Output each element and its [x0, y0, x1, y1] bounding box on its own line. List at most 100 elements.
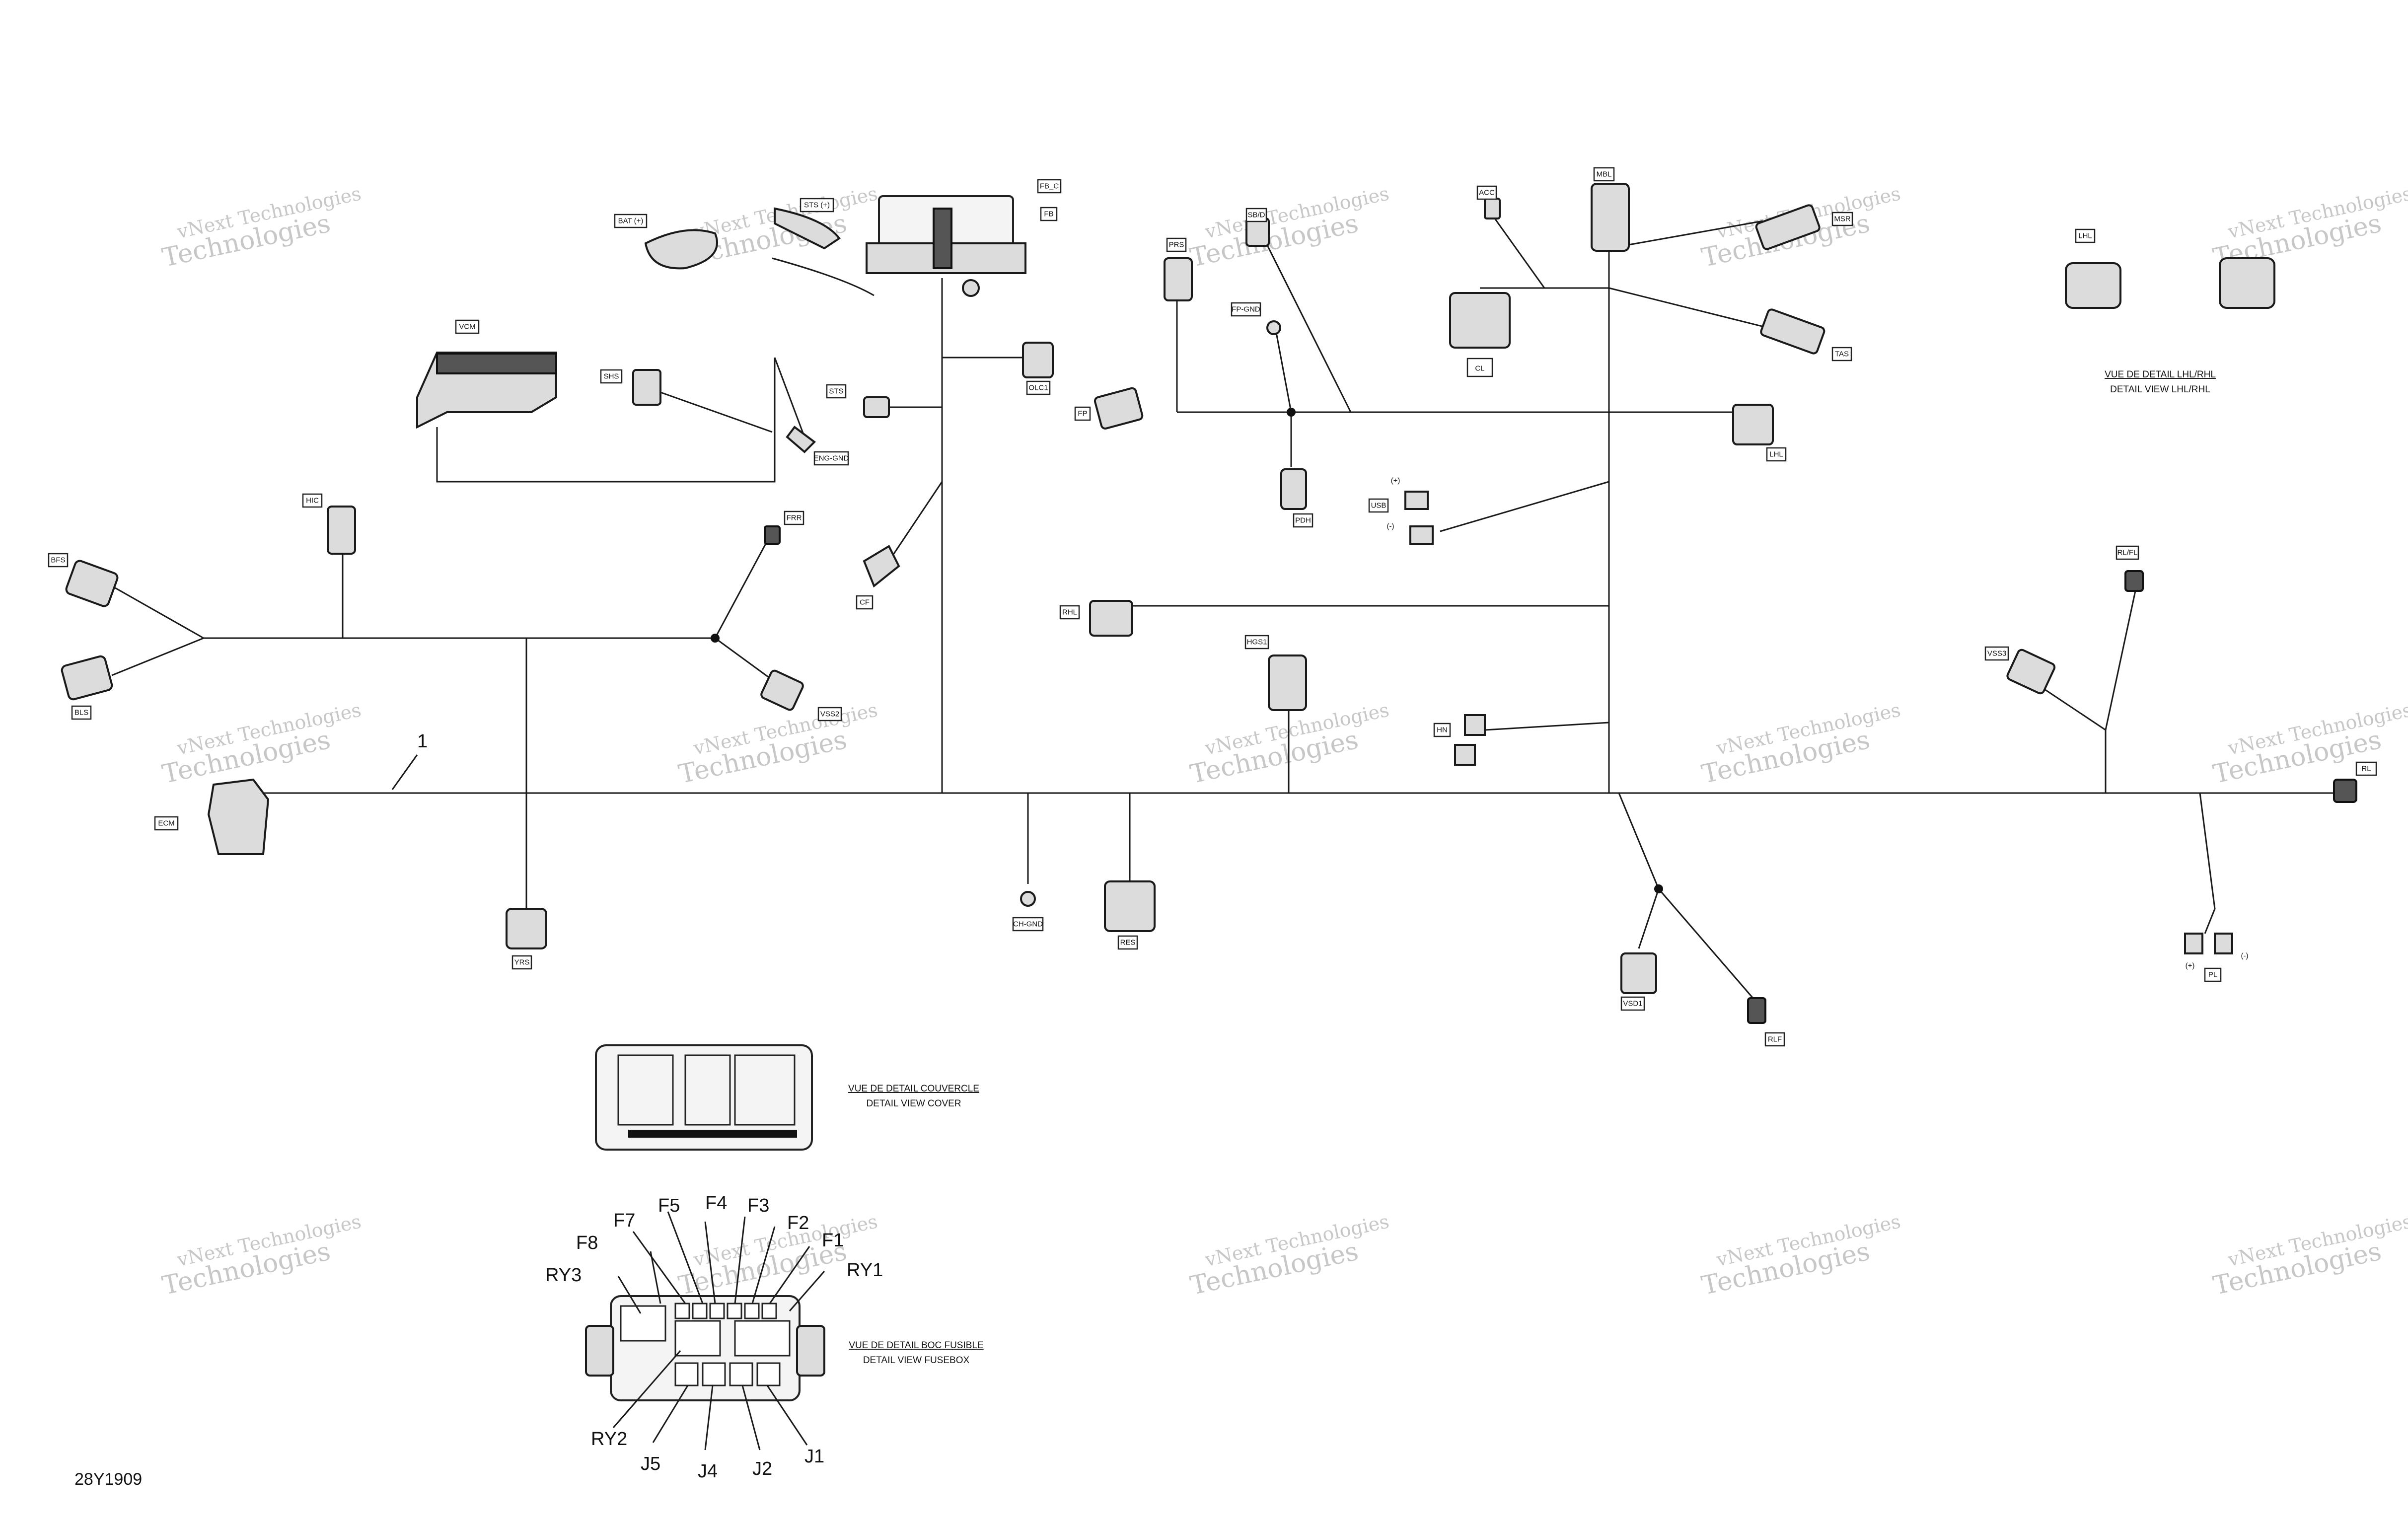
eng-gnd-terminal — [786, 426, 816, 453]
caption-fuse-en: DETAIL VIEW FUSEBOX — [863, 1355, 970, 1366]
prs-connector — [1164, 257, 1193, 301]
figure-id: 28Y1909 — [74, 1470, 143, 1489]
svg-text:PRS: PRS — [1169, 241, 1184, 249]
label-acc: ACC — [1476, 185, 1497, 200]
callout-j5: J5 — [641, 1453, 660, 1474]
label-rhl: RHL — [1059, 605, 1080, 620]
callout-f1: F1 — [822, 1230, 844, 1251]
tas-connector — [1760, 308, 1825, 355]
svg-text:SB/D: SB/D — [1247, 211, 1265, 219]
acc-connector — [1484, 198, 1501, 219]
mbl-connector — [1591, 183, 1630, 252]
label-lhl-detail: LHL — [2075, 228, 2096, 243]
pl-connector — [2184, 933, 2233, 954]
olc1-connector — [1022, 342, 1054, 378]
label-sbd: SB/D — [1245, 208, 1267, 222]
label-bfs: BFS — [48, 553, 69, 568]
ecm-connector — [207, 778, 270, 855]
svg-text:ENG-GND: ENG-GND — [814, 454, 849, 463]
callout-f7: F7 — [613, 1210, 635, 1231]
svg-text:RES: RES — [1120, 939, 1136, 947]
svg-text:LHL: LHL — [1769, 450, 1783, 459]
label-sts: STS — [826, 384, 847, 399]
svg-text:ACC: ACC — [1479, 189, 1495, 197]
label-plus-pl: (+) — [2186, 962, 2195, 970]
horn-connector — [1454, 714, 1486, 766]
label-eng-gnd: ENG-GND — [814, 451, 849, 466]
vss3-connector — [2006, 649, 2056, 695]
connector-labels: FB_C FB BAT (+) STS (+) VCM SHS ENG-GND … — [48, 167, 2377, 1047]
label-minus: (-) — [1387, 522, 1394, 531]
rl-connector — [2333, 779, 2357, 803]
callout-f8: F8 — [576, 1233, 598, 1253]
fusebox-component — [866, 195, 1026, 297]
svg-text:CH-GND: CH-GND — [1013, 920, 1043, 929]
label-bls: BLS — [71, 705, 92, 720]
label-hic: HIC — [302, 493, 323, 508]
fp-connector — [1094, 387, 1144, 430]
label-rlf: RLF — [1764, 1032, 1785, 1047]
svg-text:VSD1: VSD1 — [1623, 1000, 1642, 1008]
callout-ry3: RY3 — [545, 1265, 582, 1286]
shs-connector — [632, 369, 661, 406]
junction-dot — [1287, 408, 1296, 417]
label-rl: RL — [2355, 761, 2377, 776]
rhl-connector — [1089, 600, 1133, 637]
svg-text:PL: PL — [2208, 971, 2217, 979]
label-vss2: VSS2 — [817, 707, 842, 722]
svg-text:OLC1: OLC1 — [1028, 384, 1048, 392]
svg-text:ECM: ECM — [158, 819, 174, 828]
svg-text:STS: STS — [829, 387, 843, 396]
pdh-connector — [1280, 468, 1307, 510]
svg-text:CL: CL — [1475, 364, 1484, 373]
label-vsd1: VSD1 — [1620, 996, 1645, 1011]
frr-connector — [764, 525, 781, 545]
ch-gnd-terminal — [1020, 891, 1036, 907]
label-ecm: ECM — [154, 816, 179, 831]
svg-text:TAS: TAS — [1835, 350, 1849, 359]
label-pdh: PDH — [1293, 513, 1313, 528]
label-fp-gnd: FP-GND — [1231, 302, 1261, 317]
lhl-rhl-detail: VUE DE DETAIL LHL/RHL DETAIL VIEW LHL/RH… — [2065, 257, 2275, 395]
svg-text:HIC: HIC — [306, 497, 319, 505]
label-minus-pl: (-) — [2241, 952, 2249, 960]
label-hgs1: HGS1 — [1244, 635, 1269, 650]
svg-text:USB: USB — [1371, 502, 1386, 510]
label-shs: SHS — [600, 369, 623, 384]
yrs-connector — [506, 908, 547, 949]
label-usb: USB — [1368, 498, 1389, 513]
svg-text:LHL: LHL — [2078, 232, 2092, 240]
label-vss3: VSS3 — [1984, 646, 2009, 661]
svg-text:FB: FB — [1044, 210, 1053, 218]
svg-text:BLS: BLS — [74, 709, 88, 717]
battery-terminal-connector — [644, 207, 841, 270]
svg-text:HGS1: HGS1 — [1247, 638, 1267, 647]
label-msr: MSR — [1831, 212, 1853, 226]
sts-connector — [863, 396, 890, 418]
label-tas: TAS — [1831, 347, 1852, 362]
bls-connector — [61, 655, 113, 701]
caption-cover-fr: VUE DE DETAIL COUVERCLE — [848, 1084, 979, 1094]
caption-lhl-en: DETAIL VIEW LHL/RHL — [2110, 384, 2210, 395]
label-cf: CF — [856, 595, 874, 610]
callout-j2: J2 — [752, 1458, 772, 1479]
label-pl: PL — [2204, 967, 2222, 982]
usb-connector — [1404, 491, 1434, 545]
svg-text:HN: HN — [1437, 726, 1448, 734]
junction-dot — [1654, 884, 1663, 893]
svg-text:YRS: YRS — [514, 958, 530, 967]
label-sts-plus: STS (+) — [800, 198, 834, 213]
label-olc1: OLC1 — [1026, 380, 1051, 395]
rlfl-connector — [2124, 570, 2144, 592]
harness-wires — [111, 218, 2334, 999]
label-ch-gnd: CH-GND — [1012, 917, 1044, 932]
svg-text:RL: RL — [2361, 765, 2371, 773]
rlf-connector — [1747, 997, 1766, 1024]
label-cl: CL — [1466, 358, 1493, 377]
svg-text:RL/FL: RL/FL — [2117, 549, 2138, 557]
caption-cover-en: DETAIL VIEW COVER — [866, 1098, 961, 1109]
label-fp: FP — [1074, 406, 1091, 421]
callout-j4: J4 — [698, 1461, 718, 1482]
